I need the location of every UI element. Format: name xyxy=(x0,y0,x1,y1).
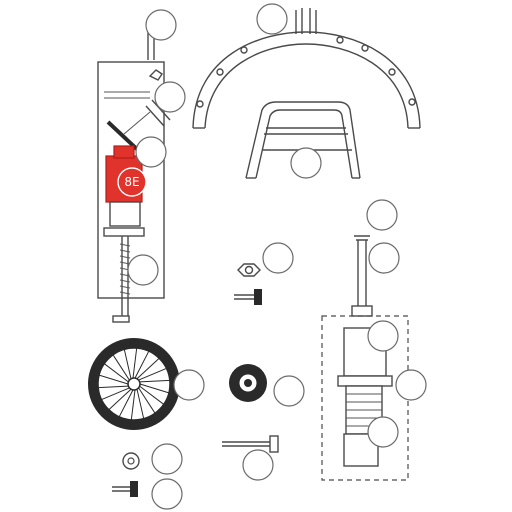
frame-back-plate xyxy=(97,61,165,299)
wheel-hub xyxy=(127,377,141,391)
clamp-plate xyxy=(103,227,145,237)
callout-marker xyxy=(151,443,183,475)
callout-marker xyxy=(366,199,398,231)
bolt-head xyxy=(254,289,262,305)
callout-marker xyxy=(145,9,177,41)
callout-marker xyxy=(173,369,205,401)
wheel-spoke xyxy=(138,367,167,381)
highlighted-part-top xyxy=(113,145,135,159)
small-bolt-head xyxy=(130,481,138,497)
lever-arm xyxy=(145,99,171,127)
washer xyxy=(122,452,140,470)
callout-marker xyxy=(256,3,288,35)
pole-collar xyxy=(351,305,373,317)
wheel-spoke xyxy=(101,387,130,401)
wheel-spoke xyxy=(103,363,129,383)
handle-link xyxy=(123,111,151,135)
wheel-spoke xyxy=(132,348,138,379)
callout-marker xyxy=(290,147,322,179)
wheel-spoke xyxy=(130,389,136,420)
canopy-arc xyxy=(192,8,421,129)
wheel-spoke xyxy=(118,389,134,418)
handle-bar xyxy=(106,120,142,154)
motor-fins xyxy=(346,393,382,427)
callout-highlighted[interactable]: 8E xyxy=(117,167,147,197)
small-wheel xyxy=(229,364,267,402)
wheel-spoke xyxy=(123,349,132,379)
callout-marker xyxy=(242,449,274,481)
wheel-spoke xyxy=(136,389,145,419)
wheel-spoke xyxy=(139,383,170,394)
callout-markers xyxy=(127,3,427,510)
wheel-spoke xyxy=(108,388,132,411)
upright-pole xyxy=(351,235,373,317)
lever-clip xyxy=(148,69,163,81)
long-bolt xyxy=(222,435,279,453)
canopy-connector xyxy=(295,8,317,34)
long-bolt-head xyxy=(269,435,279,453)
wheel-spoke xyxy=(98,385,129,389)
wheel-spokes xyxy=(98,348,170,420)
callout-marker xyxy=(262,242,294,274)
hex-nut xyxy=(237,263,261,277)
callout-marker xyxy=(368,242,400,274)
callout-marker xyxy=(151,478,183,510)
small-wheel-center xyxy=(244,379,252,387)
wheel-spoke xyxy=(138,387,156,414)
threaded-screw xyxy=(112,236,131,323)
callout-marker xyxy=(367,416,399,448)
screw-foot xyxy=(112,315,130,323)
wheel xyxy=(88,338,180,430)
callout-highlighted-circle[interactable] xyxy=(117,167,147,197)
wheel-spoke xyxy=(139,385,165,405)
wheel-spoke xyxy=(134,350,150,379)
wheel-spoke xyxy=(139,379,170,383)
wheel-spoke xyxy=(112,354,130,381)
motor-flange xyxy=(337,375,393,387)
wheel-spoke xyxy=(98,374,129,385)
lower-housing xyxy=(109,201,141,227)
callout-marker xyxy=(395,369,427,401)
callout-marker xyxy=(154,81,186,113)
callout-marker xyxy=(135,136,167,168)
callout-marker xyxy=(127,254,159,286)
short-bolt xyxy=(234,289,262,305)
small-bolt xyxy=(112,481,138,497)
canopy-holes xyxy=(196,36,416,108)
callout-marker xyxy=(273,375,305,407)
wheel-spoke xyxy=(136,357,160,380)
seat-frame xyxy=(245,101,361,179)
callout-marker xyxy=(367,320,399,352)
motor-group-outline xyxy=(321,315,409,481)
callout-highlighted-label: 8E xyxy=(124,175,139,189)
